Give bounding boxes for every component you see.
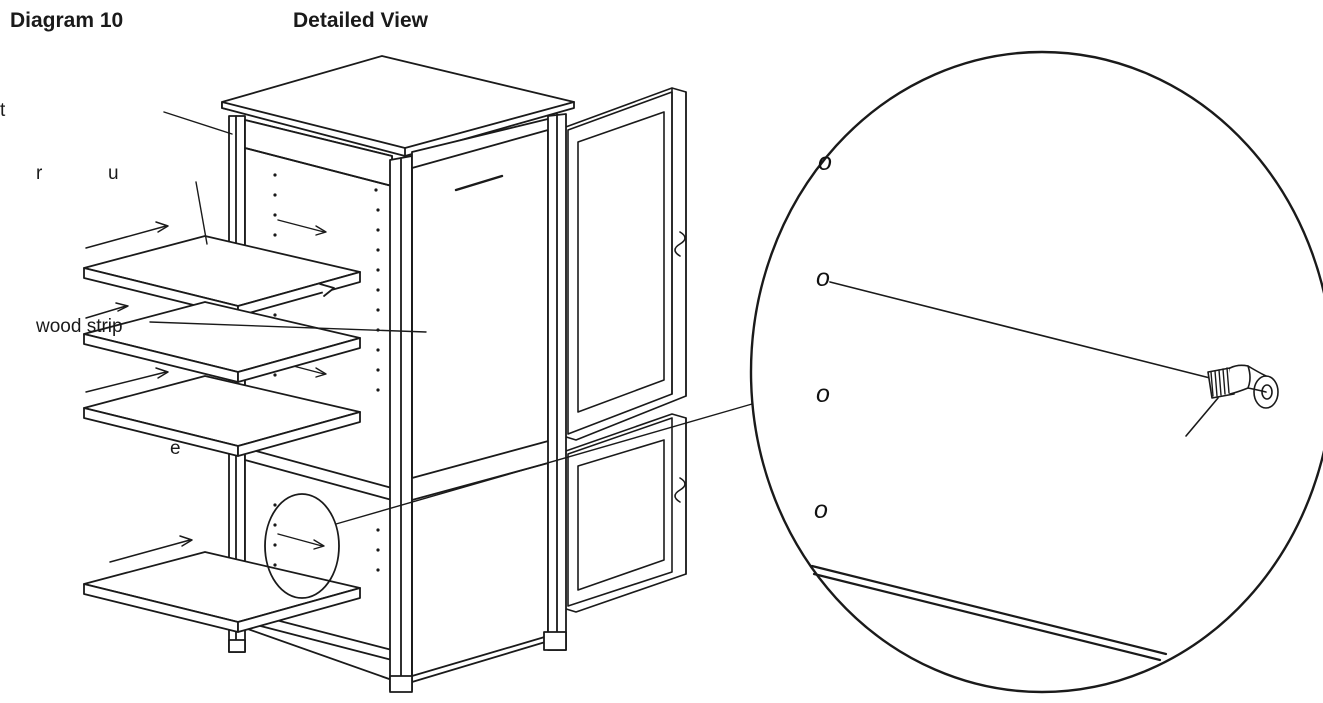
magnifier-circle-icon xyxy=(264,493,340,599)
callout-leader-line xyxy=(149,111,427,333)
shelf-icon xyxy=(83,301,361,383)
detail-panel-edge xyxy=(810,564,1168,662)
upper-door-icon xyxy=(562,87,687,441)
detail-hole-marker: o xyxy=(814,496,828,524)
lower-door-icon xyxy=(562,413,687,613)
shelf-insert-arrow-icon xyxy=(85,221,193,563)
callout-r: r xyxy=(36,163,43,184)
callout-e: e xyxy=(170,438,181,459)
diagram-title: Diagram 10 xyxy=(10,9,124,32)
detail-hole-marker: o xyxy=(818,148,832,176)
callout-wood-strip: wood strip xyxy=(36,316,123,337)
callout-t: t xyxy=(0,100,6,121)
detail-view-circle xyxy=(749,50,1323,694)
detail-hole-marker: o xyxy=(816,380,830,408)
callout-u: u xyxy=(108,163,119,184)
hinge-icon xyxy=(674,231,686,503)
shelf-pin-icon xyxy=(1207,364,1279,409)
detail-view-title: Detailed View xyxy=(293,9,429,32)
detail-insert-line xyxy=(829,281,1219,437)
detail-connector-line xyxy=(335,403,753,525)
shelf-icon xyxy=(83,235,361,317)
shelf-icon xyxy=(83,551,361,633)
shelf-icon xyxy=(83,375,361,457)
detail-hole-marker: o xyxy=(816,264,830,292)
